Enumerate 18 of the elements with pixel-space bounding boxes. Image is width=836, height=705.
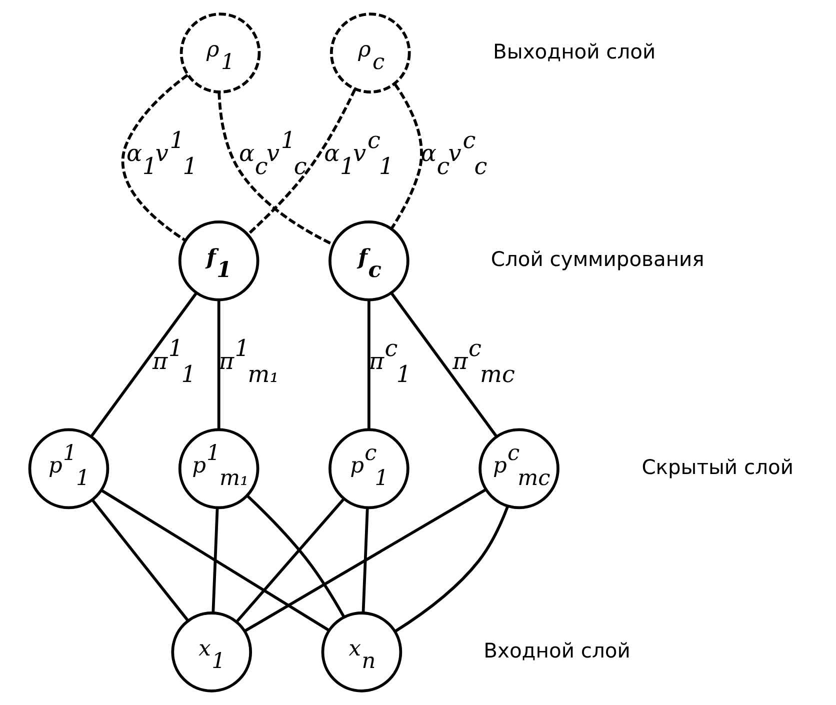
label: Слой суммирования <box>490 247 704 272</box>
connector <box>244 488 486 632</box>
connector <box>101 489 330 632</box>
connector <box>367 300 370 430</box>
connector <box>218 92 334 246</box>
label: Скрытый слой <box>642 455 794 480</box>
connector <box>390 292 498 438</box>
connector <box>91 499 190 622</box>
connector <box>121 74 188 242</box>
connector <box>212 508 219 613</box>
connector <box>247 88 356 236</box>
connector <box>362 508 369 613</box>
connector <box>90 292 198 438</box>
connector <box>217 300 220 430</box>
label: Входной слой <box>484 638 630 662</box>
connector <box>390 83 423 230</box>
label: Выходной слой <box>493 39 656 64</box>
connector <box>394 506 510 633</box>
